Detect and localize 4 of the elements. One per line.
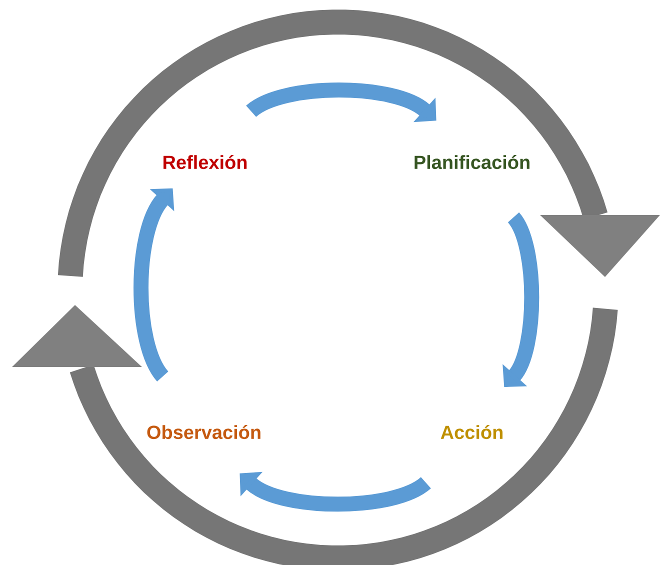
step-label: Reflexión [164, 154, 247, 170]
step-label: Observación [147, 424, 260, 440]
step-label: Planificación [414, 154, 530, 170]
step-label: Acción [440, 424, 502, 440]
